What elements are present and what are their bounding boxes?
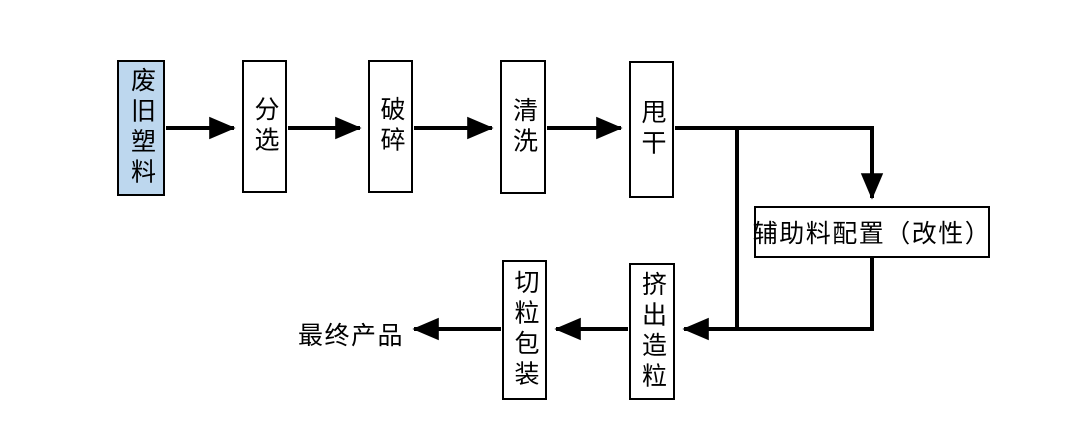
node-extrusion-granulation[interactable]: 挤出造粒 [629, 263, 675, 400]
node-additive-formulation-label: 辅助料配置（改性） [752, 221, 992, 248]
node-waste-plastic-label: 废旧塑料 [127, 67, 155, 189]
node-additive-formulation[interactable]: 辅助料配置（改性） [752, 206, 992, 258]
node-pelletizing-packaging-label: 切粒包装 [511, 269, 538, 391]
node-washing-label: 清洗 [509, 96, 537, 158]
edge-additive-formulation-to-extrusion [682, 258, 874, 341]
edge-spin-drying-to-additive-formulation [675, 126, 884, 200]
node-spin-drying[interactable]: 甩干 [629, 61, 674, 198]
node-sorting-label: 分选 [251, 96, 278, 157]
node-washing[interactable]: 清洗 [500, 60, 546, 194]
node-pelletizing-packaging[interactable]: 切粒包装 [502, 260, 547, 400]
node-crushing-label: 破碎 [377, 96, 404, 157]
node-crushing[interactable]: 破碎 [368, 60, 413, 193]
node-sorting[interactable]: 分选 [242, 60, 287, 193]
node-waste-plastic[interactable]: 废旧塑料 [117, 60, 165, 196]
node-spin-drying-label: 甩干 [638, 99, 665, 160]
node-extrusion-granulation-label: 挤出造粒 [638, 270, 666, 393]
label-final-product: 最终产品 [298, 323, 405, 350]
